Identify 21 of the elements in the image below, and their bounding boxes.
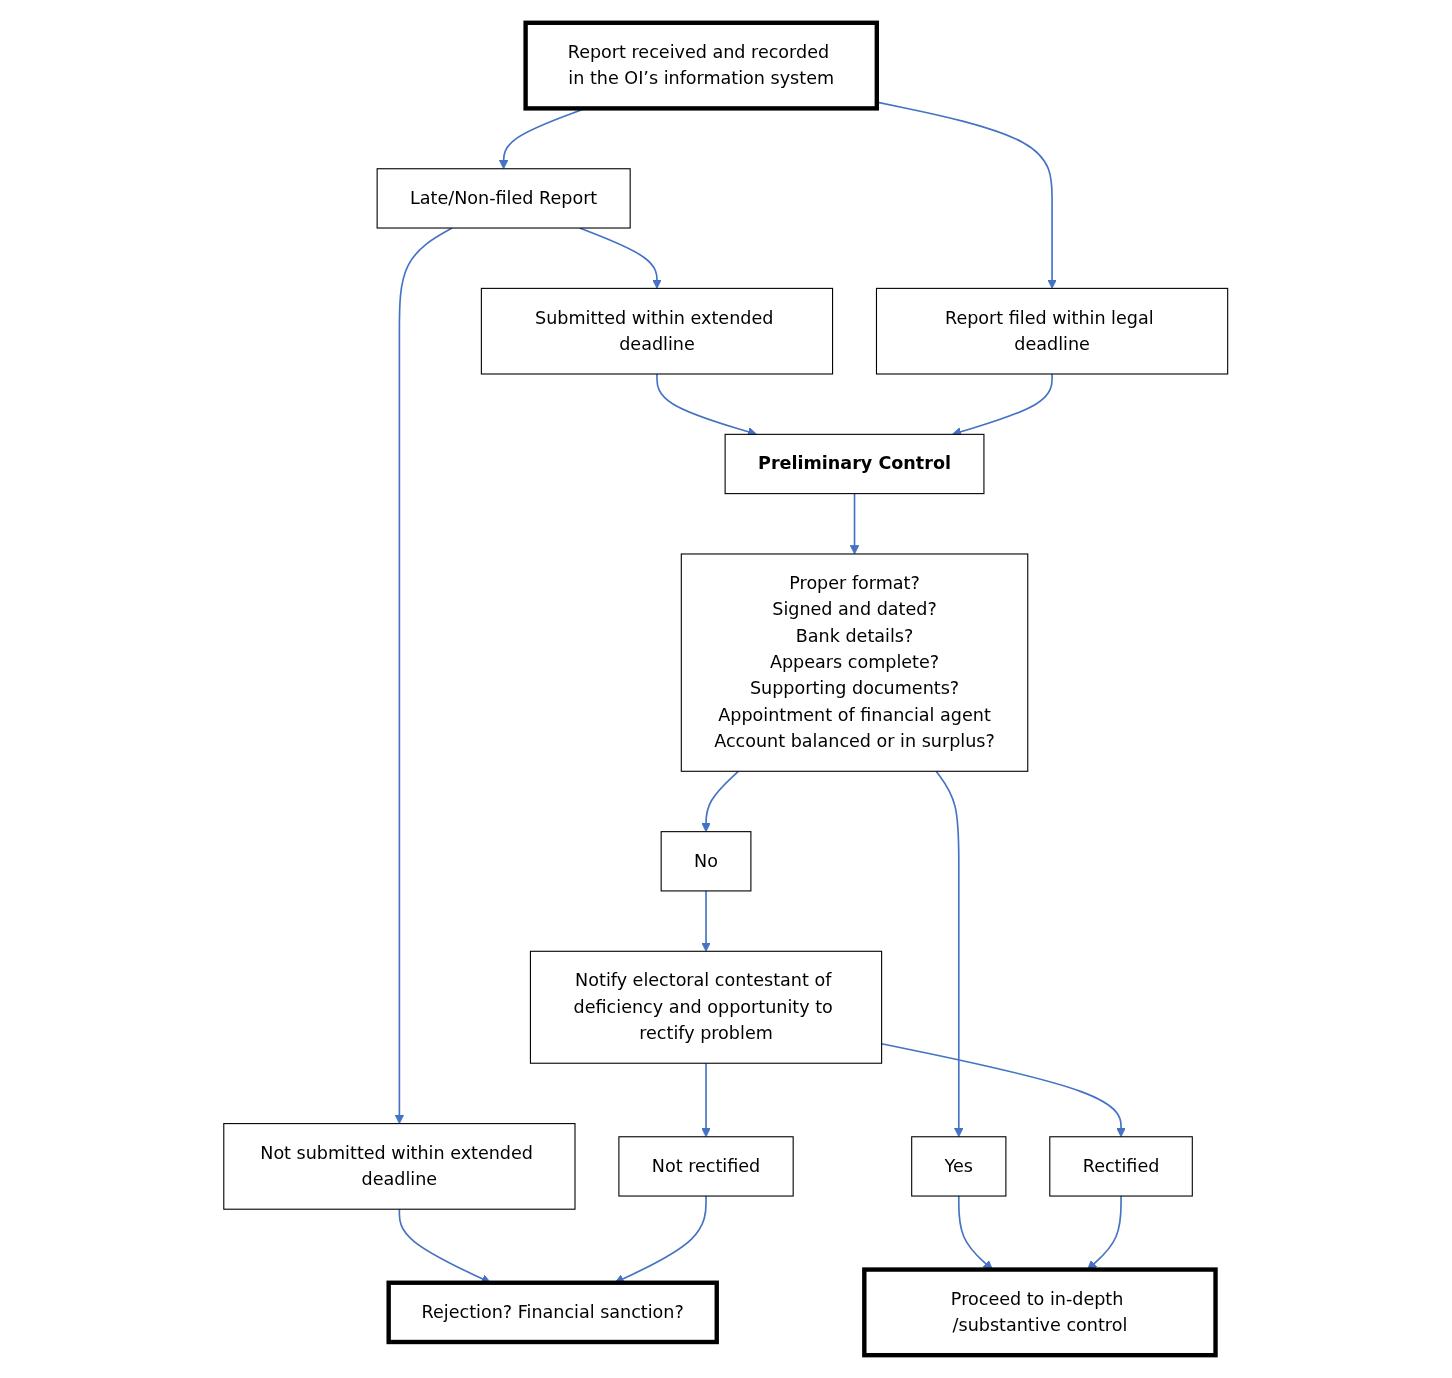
node-box: Notify electoral contestant of deficiency and opportunity to rectify problem bbox=[530, 950, 883, 1064]
node-box: Yes bbox=[911, 1136, 1007, 1197]
node-box: Not submitted within extended deadline bbox=[223, 1123, 576, 1210]
arrow bbox=[849, 492, 860, 555]
node-box: Preliminary Control bbox=[724, 433, 985, 495]
arrow bbox=[579, 227, 663, 289]
node-box: Proper format? Signed and dated? Bank details? Appears complete? Supporting documents? Appointment of financial agent Account balanced or in surplus? bbox=[681, 553, 1029, 772]
node-box: Report filed within legal deadline bbox=[876, 287, 1229, 375]
node-box: Late/Non-filed Report bbox=[376, 168, 631, 229]
node-box: Rejection? Financial sanction? bbox=[386, 1280, 720, 1345]
node-box: No bbox=[660, 831, 752, 892]
arrow bbox=[935, 770, 964, 1138]
arrow bbox=[881, 1042, 1127, 1138]
node-box: Not rectified bbox=[618, 1136, 794, 1197]
node-box: Report received and recorded in the OI’s information system bbox=[523, 20, 880, 111]
arrow bbox=[701, 770, 740, 833]
node-box: Rectified bbox=[1049, 1136, 1194, 1197]
arrow bbox=[701, 1062, 712, 1138]
node-box: Submitted within extended deadline bbox=[481, 287, 834, 375]
node-box: Proceed to in-depth /substantive control bbox=[862, 1267, 1218, 1358]
arrow bbox=[701, 890, 712, 952]
